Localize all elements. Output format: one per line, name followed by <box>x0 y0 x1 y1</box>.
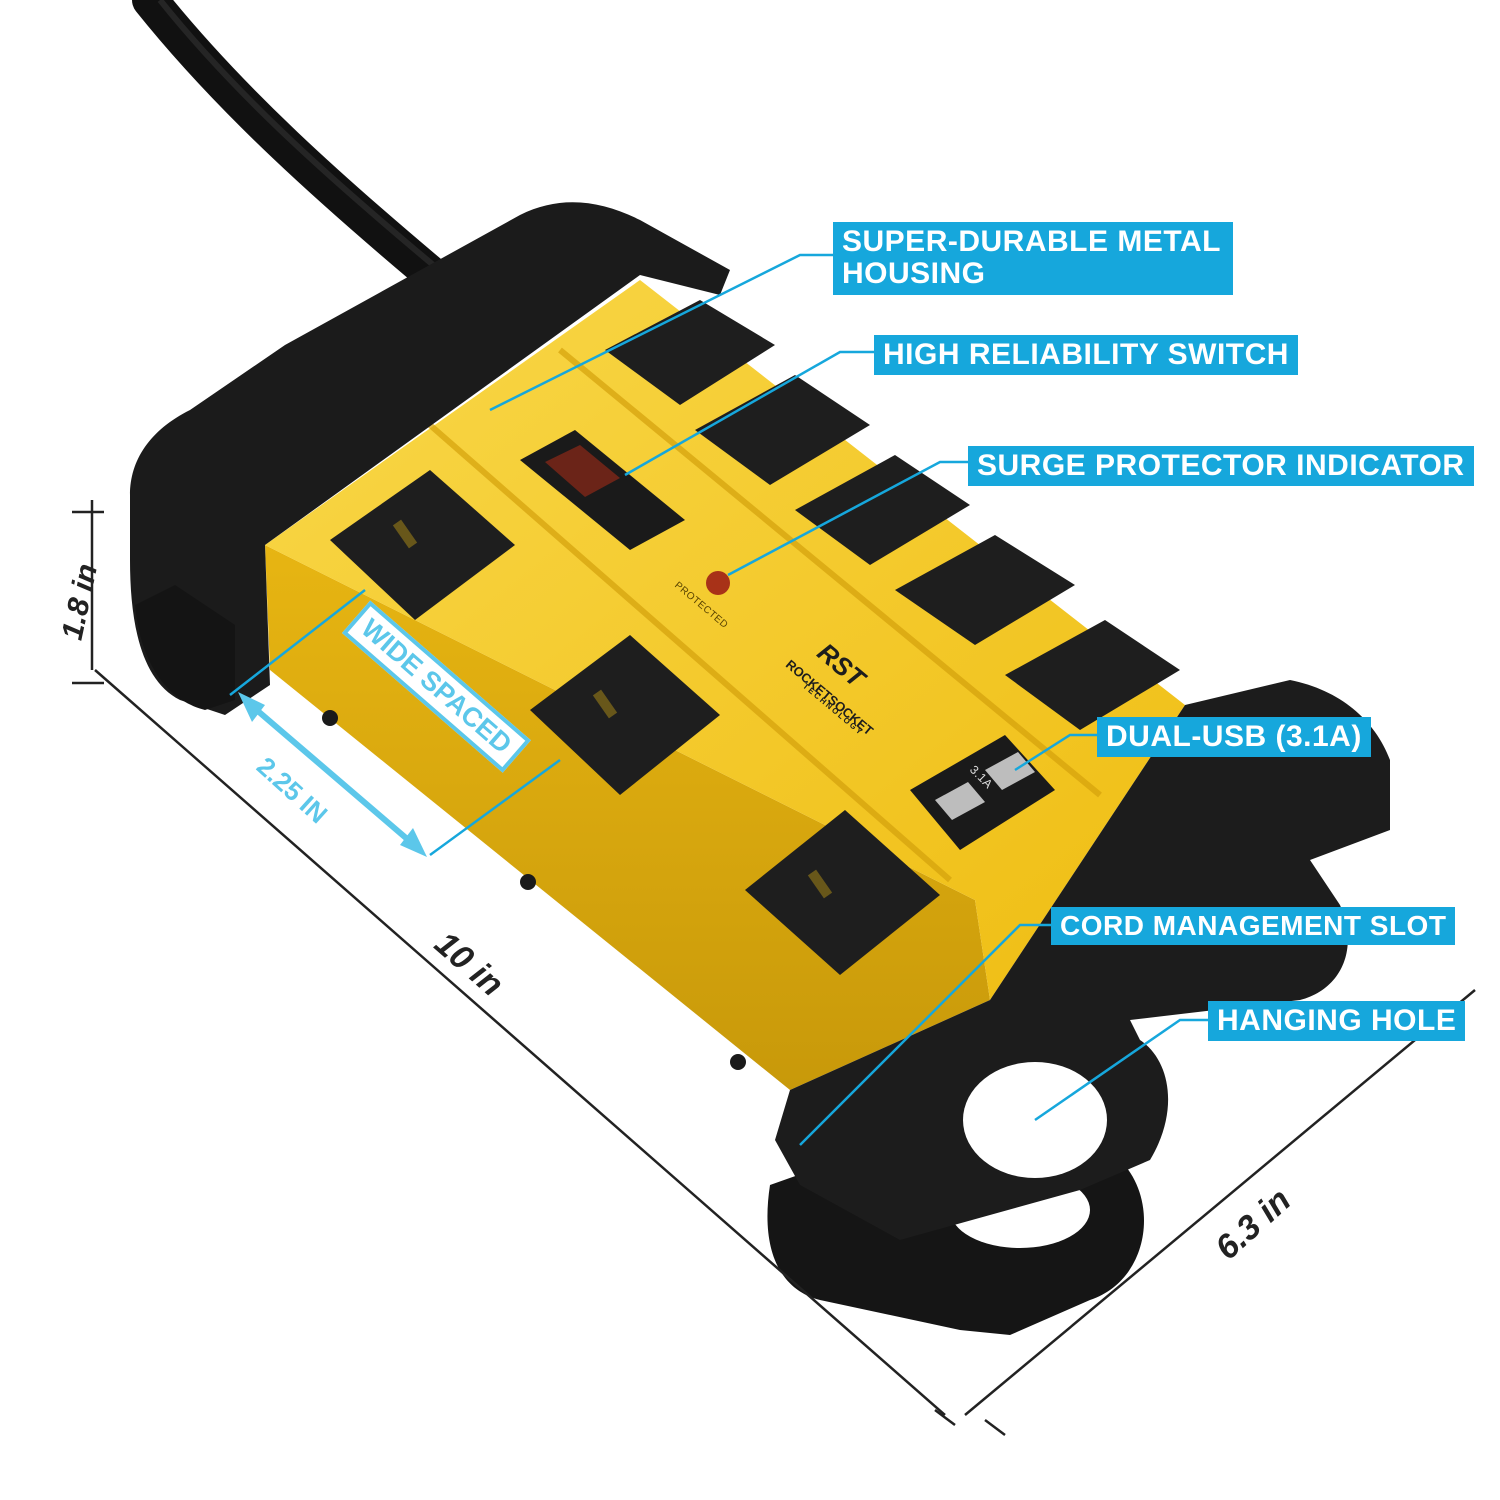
outlet-6 <box>330 470 515 620</box>
outlet-8 <box>745 810 940 975</box>
dimension-lines <box>72 500 1476 1436</box>
leader-lines <box>229 253 1210 1146</box>
end-cap-top-lower <box>135 585 235 710</box>
surge-indicator-light <box>706 571 730 595</box>
callout-metal-housing-line2: HOUSING <box>842 257 986 291</box>
callout-metal-housing: SUPER-DURABLE METAL HOUSING <box>833 222 1233 295</box>
outlet-4 <box>895 535 1075 645</box>
outlet-3 <box>795 455 970 565</box>
outlet-2 <box>695 375 870 485</box>
callout-indicator: SURGE PROTECTOR INDICATOR <box>968 446 1474 487</box>
outlet-slots <box>392 519 833 899</box>
outlet-row-top <box>605 300 1180 730</box>
outlet-row-front <box>330 470 940 975</box>
power-switch <box>520 430 685 550</box>
callout-metal-housing-line1: SUPER-DURABLE METAL <box>842 225 1221 258</box>
callout-usb: DUAL-USB (3.1A) <box>1097 717 1371 758</box>
outlet-7 <box>530 635 720 795</box>
outlet-1 <box>605 300 775 405</box>
callout-hanging-hole: HANGING HOLE <box>1208 1001 1466 1042</box>
callout-cord-slot: CORD MANAGEMENT SLOT <box>1051 907 1456 946</box>
callout-switch: HIGH RELIABILITY SWITCH <box>874 335 1298 376</box>
side-rivets <box>322 710 746 1070</box>
outlet-5 <box>1005 620 1180 730</box>
usb-ports <box>910 735 1055 850</box>
housing-grooves <box>428 347 1102 883</box>
power-cord <box>132 0 468 308</box>
end-cap-bottom <box>775 680 1390 1240</box>
spacing-arrow <box>238 692 427 857</box>
